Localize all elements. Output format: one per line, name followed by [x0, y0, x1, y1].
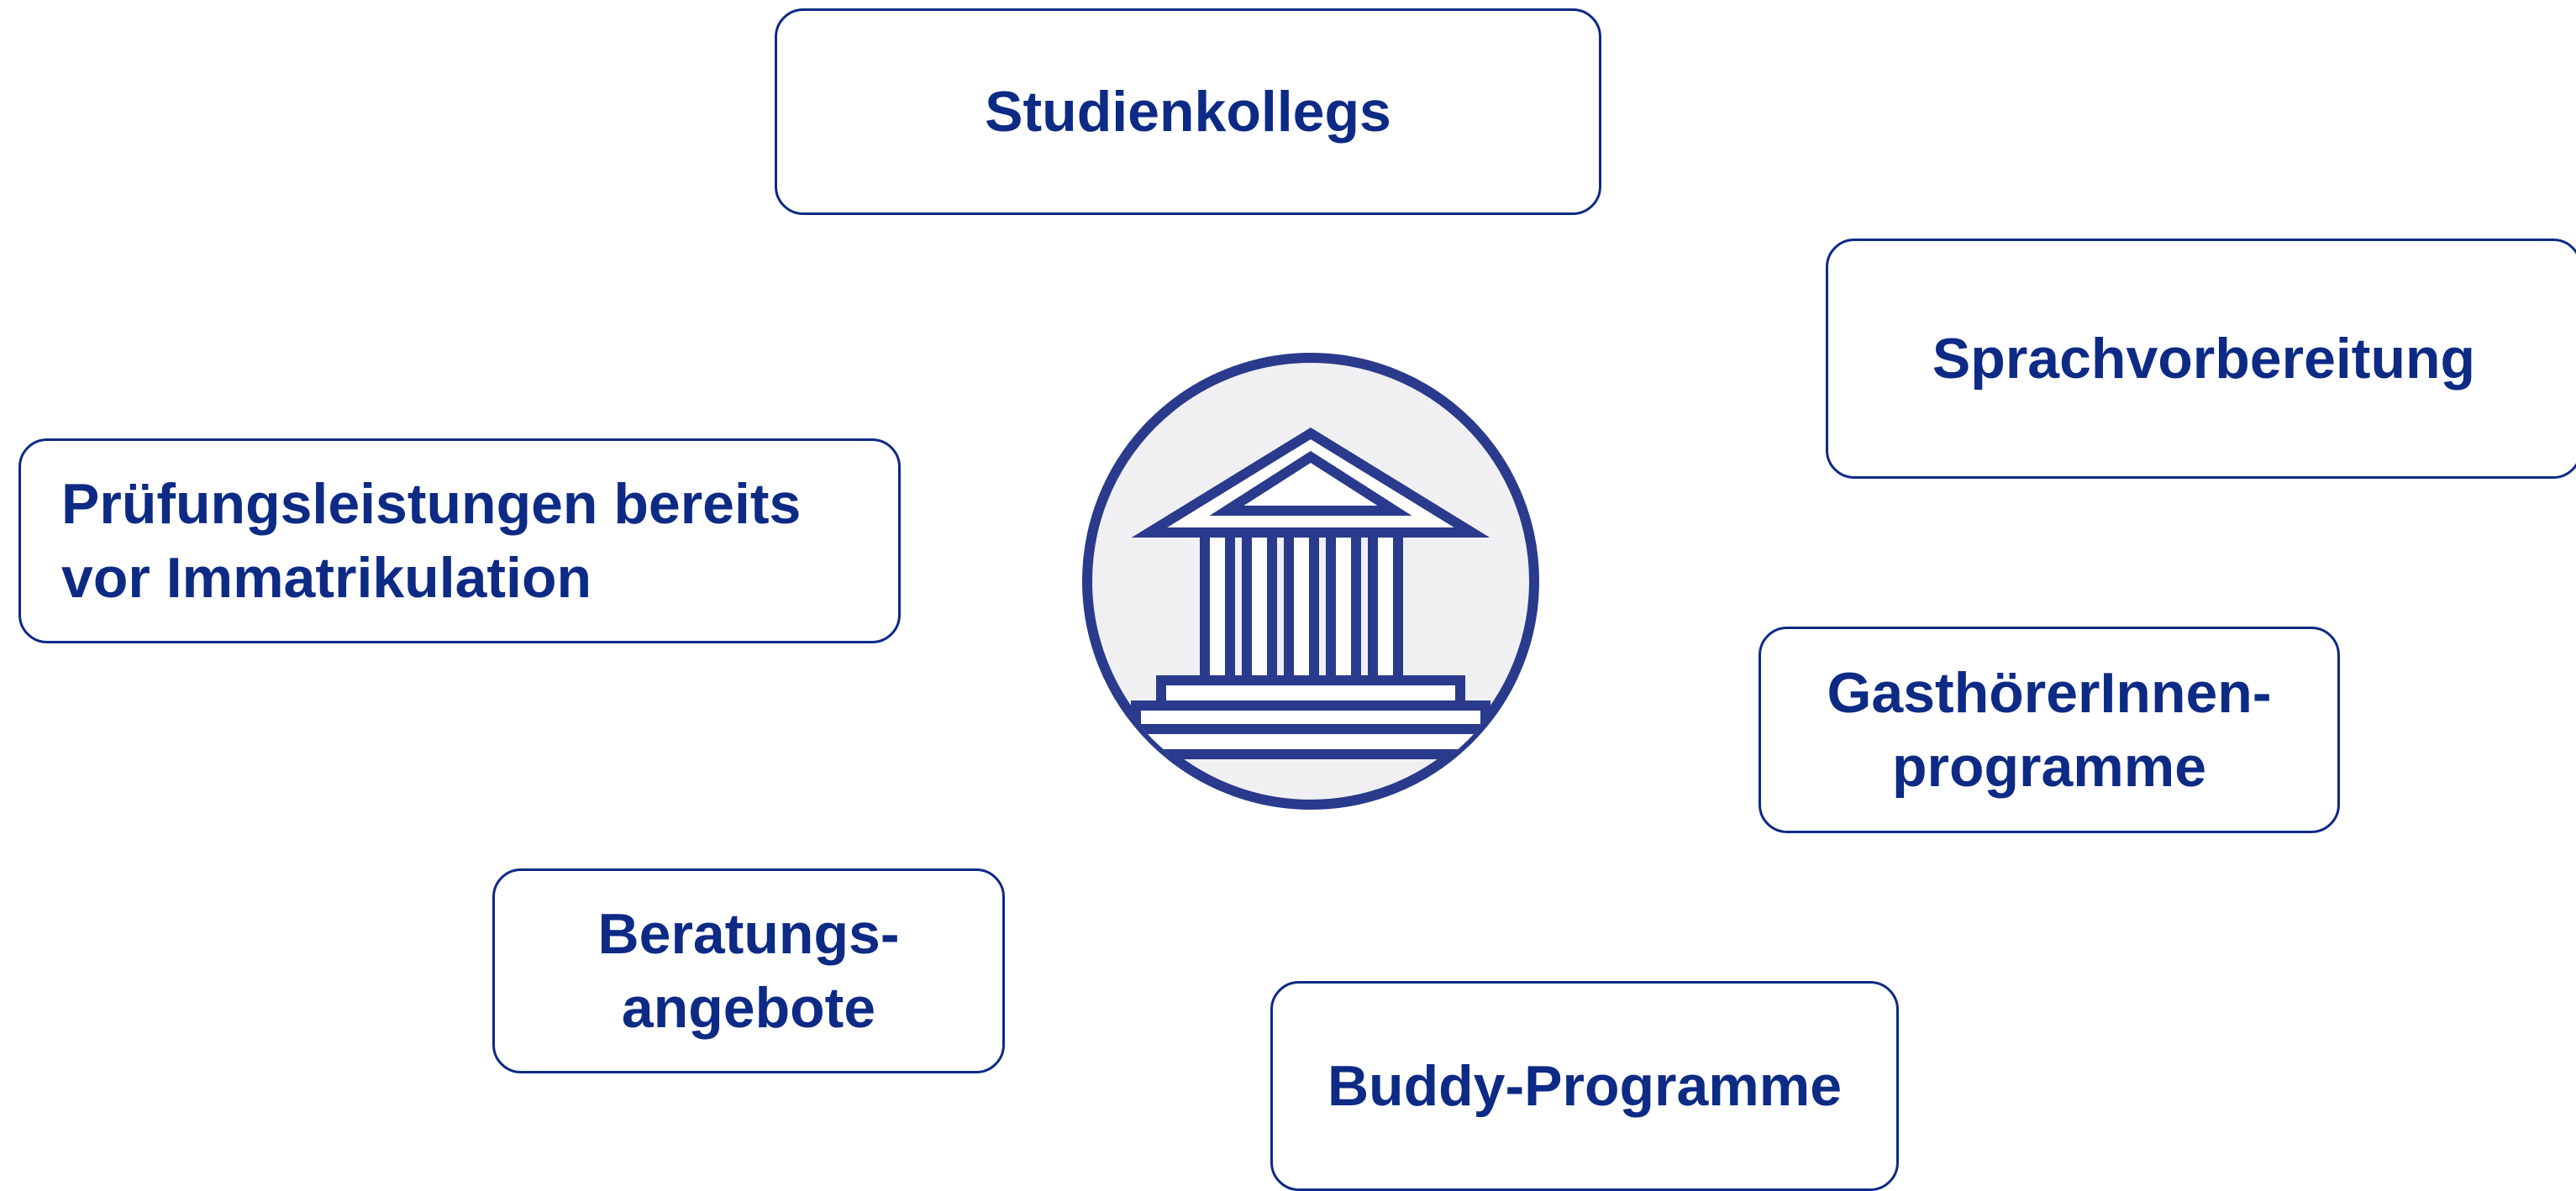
- buddy-box: Buddy-Programme: [1270, 981, 1899, 1191]
- beratung-label: Beratungs- angebote: [597, 902, 900, 1040]
- studienkollegs-label: Studienkollegs: [985, 80, 1391, 144]
- studienkollegs-box: Studienkollegs: [775, 8, 1601, 215]
- buddy-label: Buddy-Programme: [1327, 1054, 1843, 1118]
- pruefungsleistungen-label: Prüfungsleistungen bereits vor Immatriku…: [61, 472, 802, 610]
- university-building-icon: [1082, 353, 1539, 810]
- gasthoerer-label: GasthörerInnen- programme: [1827, 661, 2272, 799]
- sprachvorbereitung-label: Sprachvorbereitung: [1932, 327, 2476, 391]
- beratung-box: Beratungs- angebote: [492, 868, 1005, 1073]
- gasthoerer-box: GasthörerInnen- programme: [1759, 627, 2340, 833]
- sprachvorbereitung-box: Sprachvorbereitung: [1826, 239, 2576, 479]
- pruefungsleistungen-box: Prüfungsleistungen bereits vor Immatriku…: [18, 438, 901, 643]
